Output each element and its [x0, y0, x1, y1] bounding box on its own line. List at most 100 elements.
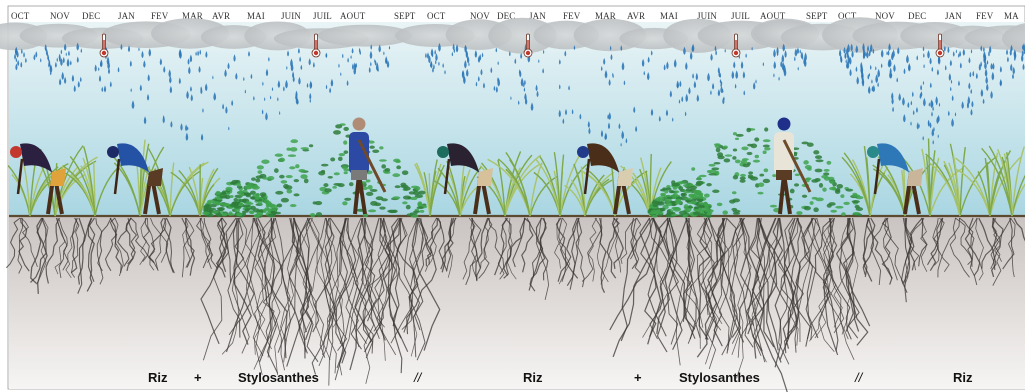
leaf [263, 209, 267, 213]
leaf [295, 164, 299, 168]
caption-stylosanthes: Stylosanthes [679, 370, 760, 385]
leaf [406, 205, 411, 210]
caption-rice: Riz [148, 370, 168, 385]
leaf [335, 124, 342, 128]
leaf [740, 177, 746, 180]
leaf [261, 159, 269, 163]
leaf [257, 165, 264, 169]
caption-separator: // [855, 370, 862, 385]
leaf [801, 142, 809, 145]
leaf [415, 186, 420, 190]
leaf [683, 214, 688, 218]
leaf [835, 206, 843, 209]
leaf [342, 201, 347, 205]
leaf [368, 209, 376, 212]
leaf [660, 208, 666, 212]
leaf [679, 211, 687, 215]
leaf [376, 196, 384, 200]
leaf [234, 206, 241, 209]
leaf [691, 167, 695, 171]
leaf [837, 184, 844, 189]
leaf [754, 137, 759, 141]
head [867, 146, 879, 158]
leaf [275, 154, 283, 157]
leaf [246, 193, 251, 196]
leaf [215, 191, 220, 196]
leaf [755, 155, 759, 158]
leaf [288, 154, 296, 157]
leaf [841, 212, 846, 216]
leaf [234, 198, 239, 202]
leaf [379, 146, 383, 149]
leaf [667, 197, 673, 199]
leaf [711, 167, 719, 170]
leaf [289, 166, 295, 169]
leaf [316, 212, 322, 217]
leaf [649, 212, 655, 215]
leaf [379, 159, 387, 162]
leaf [696, 191, 701, 195]
leaf [717, 203, 723, 207]
leaf [410, 197, 418, 200]
leaf [735, 138, 739, 140]
leaf [815, 155, 822, 159]
leaf [722, 210, 728, 214]
leaf [283, 184, 289, 189]
caption-rice: Riz [523, 370, 543, 385]
leaf [215, 202, 221, 206]
leaf [724, 158, 731, 162]
leaf [709, 164, 716, 167]
leaf [810, 201, 814, 205]
leaf [204, 205, 209, 209]
leaf [267, 214, 275, 218]
leaf [846, 189, 853, 192]
leaf [714, 162, 721, 164]
leaf [236, 183, 241, 186]
caption-plus: + [634, 370, 642, 385]
leaf [246, 201, 251, 203]
leaf [733, 132, 737, 135]
leaf [704, 204, 712, 207]
leaf [395, 185, 401, 188]
leaf [343, 150, 348, 154]
leaf [243, 204, 251, 207]
leaf [794, 183, 799, 186]
leaf [256, 212, 263, 216]
leaf [321, 164, 329, 167]
leaf [258, 201, 262, 205]
leaf [323, 183, 328, 187]
leaf [696, 181, 704, 186]
leaf [379, 206, 385, 209]
leaf [674, 190, 679, 193]
leaf [703, 208, 709, 212]
leaf [274, 168, 279, 173]
leaf [714, 143, 721, 145]
leaf [275, 191, 283, 195]
leaf [770, 205, 777, 208]
leaf [757, 192, 763, 195]
leaf [812, 197, 818, 200]
leaf [370, 201, 378, 206]
leaf [279, 175, 285, 179]
leaf [707, 170, 711, 173]
leaf [764, 147, 771, 150]
leaf [740, 174, 746, 177]
leaf [748, 174, 753, 177]
leaf [733, 148, 737, 151]
leaf [332, 186, 337, 189]
leaf [290, 139, 298, 143]
wrap [776, 170, 792, 180]
leaf [732, 198, 740, 202]
leaf [699, 196, 703, 199]
leaf [298, 169, 305, 172]
leaf [750, 144, 757, 149]
leaf [330, 157, 335, 161]
leaf [369, 146, 375, 149]
leaf [759, 174, 764, 177]
leaf [260, 192, 267, 196]
leaf [821, 175, 828, 179]
leaf [257, 170, 262, 174]
leaf [242, 190, 248, 193]
leaf [840, 194, 844, 198]
